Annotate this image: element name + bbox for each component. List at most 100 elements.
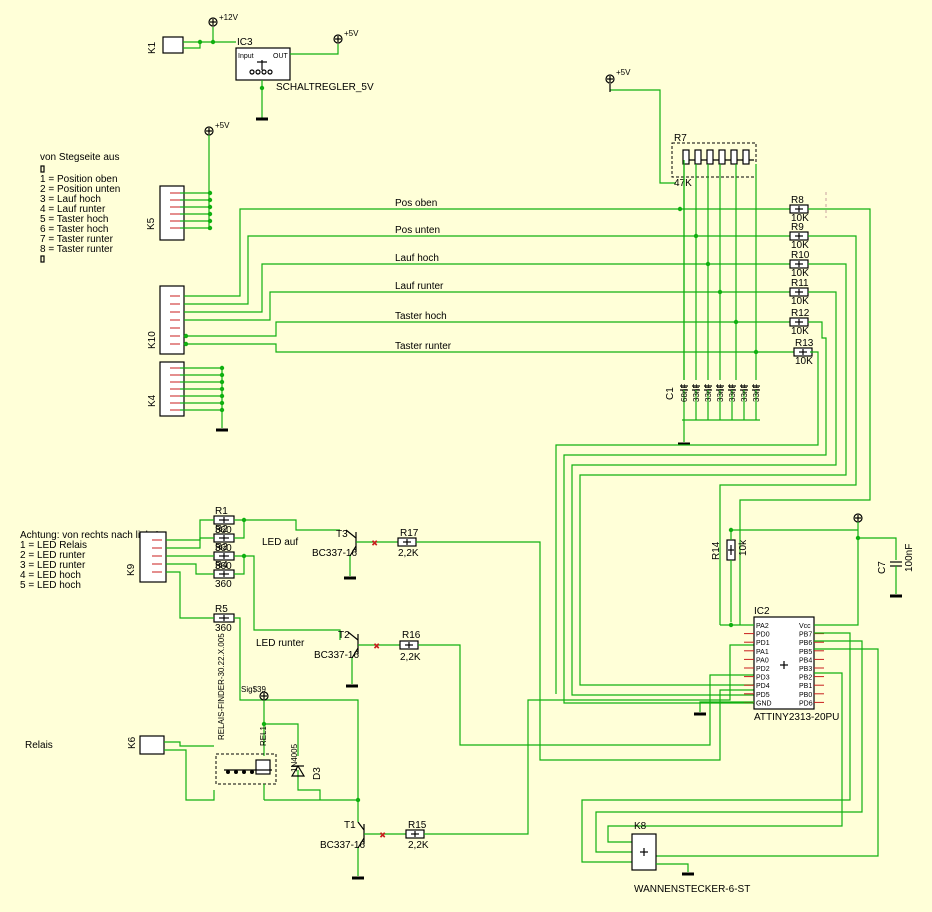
r16-value: 2,2K — [400, 652, 421, 663]
pullup-wires — [555, 192, 871, 704]
ic3-input-pin: Input — [238, 53, 254, 60]
diode-type: 1N4005 — [290, 743, 299, 772]
pullup-label: R11 — [791, 278, 809, 289]
r7-label: R7 — [674, 133, 687, 144]
transistor-t2: T2 BC337-16 × R16 2,2K — [314, 630, 754, 746]
supply-5v-icon — [605, 74, 615, 84]
ic2-label: IC2 — [754, 606, 770, 617]
led-legend-item: 1 = LED Relais — [20, 540, 87, 551]
k8-value: WANNENSTECKER-6-ST — [634, 884, 750, 895]
r15-value: 2,2K — [408, 840, 429, 851]
led-resistor-label: R1 — [215, 506, 228, 517]
led-resistor-label: R5 — [215, 604, 228, 615]
c7-value: 100nF — [904, 544, 915, 572]
capacitor-value: 68nF — [680, 384, 689, 402]
led-legend-item: 2 = LED runter — [20, 550, 86, 561]
t3-label: T3 — [336, 529, 348, 540]
t3-type: BC337-16 — [312, 548, 357, 559]
pullup-label: R12 — [791, 308, 810, 319]
k6-label: K6 — [127, 736, 138, 749]
mcu-pin-left: PA2 — [756, 623, 769, 630]
ic3-label: IC3 — [237, 37, 253, 48]
k1-connector — [162, 36, 184, 54]
supply-12v-label: +12V — [219, 13, 239, 22]
capacitor-value: 33nF — [716, 384, 725, 402]
pullup-value: 10K — [791, 240, 809, 251]
power-section: K1 +12V IC3 Input OUT SCHALTREGLER_5V +5… — [147, 13, 374, 121]
relay-section: Relais K6 Sig$39 RELAIS-FINDER-30.22.X.0… — [25, 633, 358, 801]
signal-label: Lauf runter — [395, 281, 444, 292]
ic3-regulator — [235, 47, 291, 81]
r17-label: R17 — [400, 528, 419, 539]
legend-title: von Stegseite aus — [40, 152, 120, 163]
pullup-label: R13 — [795, 338, 814, 349]
svg-text:×: × — [380, 830, 385, 840]
r7-value: 47K — [674, 178, 692, 189]
mcu-pin-right: PB5 — [799, 649, 812, 656]
r14-value: 10k — [738, 539, 749, 556]
pullup-value: 10K — [791, 296, 809, 307]
input-connectors: +5V K5 K10 K4 — [146, 121, 230, 432]
t1-type: BC337-16 — [320, 840, 365, 851]
mcu-pin-left: PD4 — [756, 683, 770, 690]
legend-item: 5 = Taster hoch — [40, 214, 108, 225]
signal-label: Taster runter — [395, 341, 452, 352]
led-resistor-value: 360 — [215, 579, 232, 590]
led-resistor-value: 360 — [215, 543, 232, 554]
legend-item: 1 = Position oben — [40, 174, 118, 185]
k9-label: K9 — [126, 563, 137, 576]
mcu-pin-right: PB1 — [799, 683, 812, 690]
r7-element — [706, 149, 714, 165]
led-legend-item: 5 = LED hoch — [20, 580, 81, 591]
capacitor-value: 33nF — [704, 384, 713, 402]
supply-12v-icon — [208, 17, 218, 27]
capacitor-value: 33nF — [692, 384, 701, 402]
r14-label: R14 — [711, 541, 722, 560]
signal-label: Pos oben — [395, 198, 437, 209]
k1-label: K1 — [147, 41, 158, 54]
ic3-value: SCHALTREGLER_5V — [276, 82, 374, 93]
pullup-value: 10K — [791, 268, 809, 279]
led-auf-label: LED auf — [262, 537, 298, 548]
t1-label: T1 — [344, 820, 356, 831]
supply-5v-icon — [333, 34, 343, 44]
legend-item: 6 = Taster hoch — [40, 224, 108, 235]
pullup-label: R9 — [791, 222, 804, 233]
supply-5v-label: +5V — [344, 29, 359, 38]
k8-section: K8 WANNENSTECKER-6-ST — [631, 821, 750, 895]
mcu-pin-right: PD6 — [799, 700, 813, 707]
legend-item: 4 = Lauf runter — [40, 204, 106, 215]
r16-label: R16 — [402, 630, 421, 641]
relay-label: Relais — [25, 740, 53, 751]
mcu-pin-left: PD1 — [756, 640, 770, 647]
led-resistor-label: R3 — [215, 542, 228, 553]
r7-element — [694, 149, 702, 165]
led-runter-label: LED runter — [256, 638, 305, 649]
led-resistor-value: 360 — [215, 561, 232, 572]
k5-label: K5 — [146, 217, 157, 230]
led-resistor-value: 360 — [215, 525, 232, 536]
relay-type: RELAIS-FINDER-30.22.X.005 — [217, 633, 226, 740]
pullup-value: 10K — [791, 213, 809, 224]
mcu-pin-right: PB0 — [799, 692, 812, 699]
signal-label: Lauf hoch — [395, 253, 439, 264]
r7-element — [730, 149, 738, 165]
capacitor-value: 33nF — [740, 384, 749, 402]
relay-body — [215, 753, 277, 785]
supply-5v-label: +5V — [215, 121, 230, 130]
mcu-pin-right: Vcc — [799, 623, 811, 630]
r7-element — [718, 149, 726, 165]
t2-label: T2 — [338, 630, 350, 641]
mcu-pin-left: GND — [756, 700, 772, 707]
led-legend-item: 4 = LED hoch — [20, 570, 81, 581]
t2-type: BC337-16 — [314, 650, 359, 661]
diode-label: D3 — [312, 767, 323, 780]
mcu-pin-left: PD0 — [756, 632, 770, 639]
ic2-type: ATTINY2313-20PU — [754, 712, 839, 723]
c1-label: C1 — [665, 387, 676, 400]
relay-supply-label: Sig$39 — [241, 685, 266, 694]
mcu-pin-right: PB3 — [799, 666, 812, 673]
